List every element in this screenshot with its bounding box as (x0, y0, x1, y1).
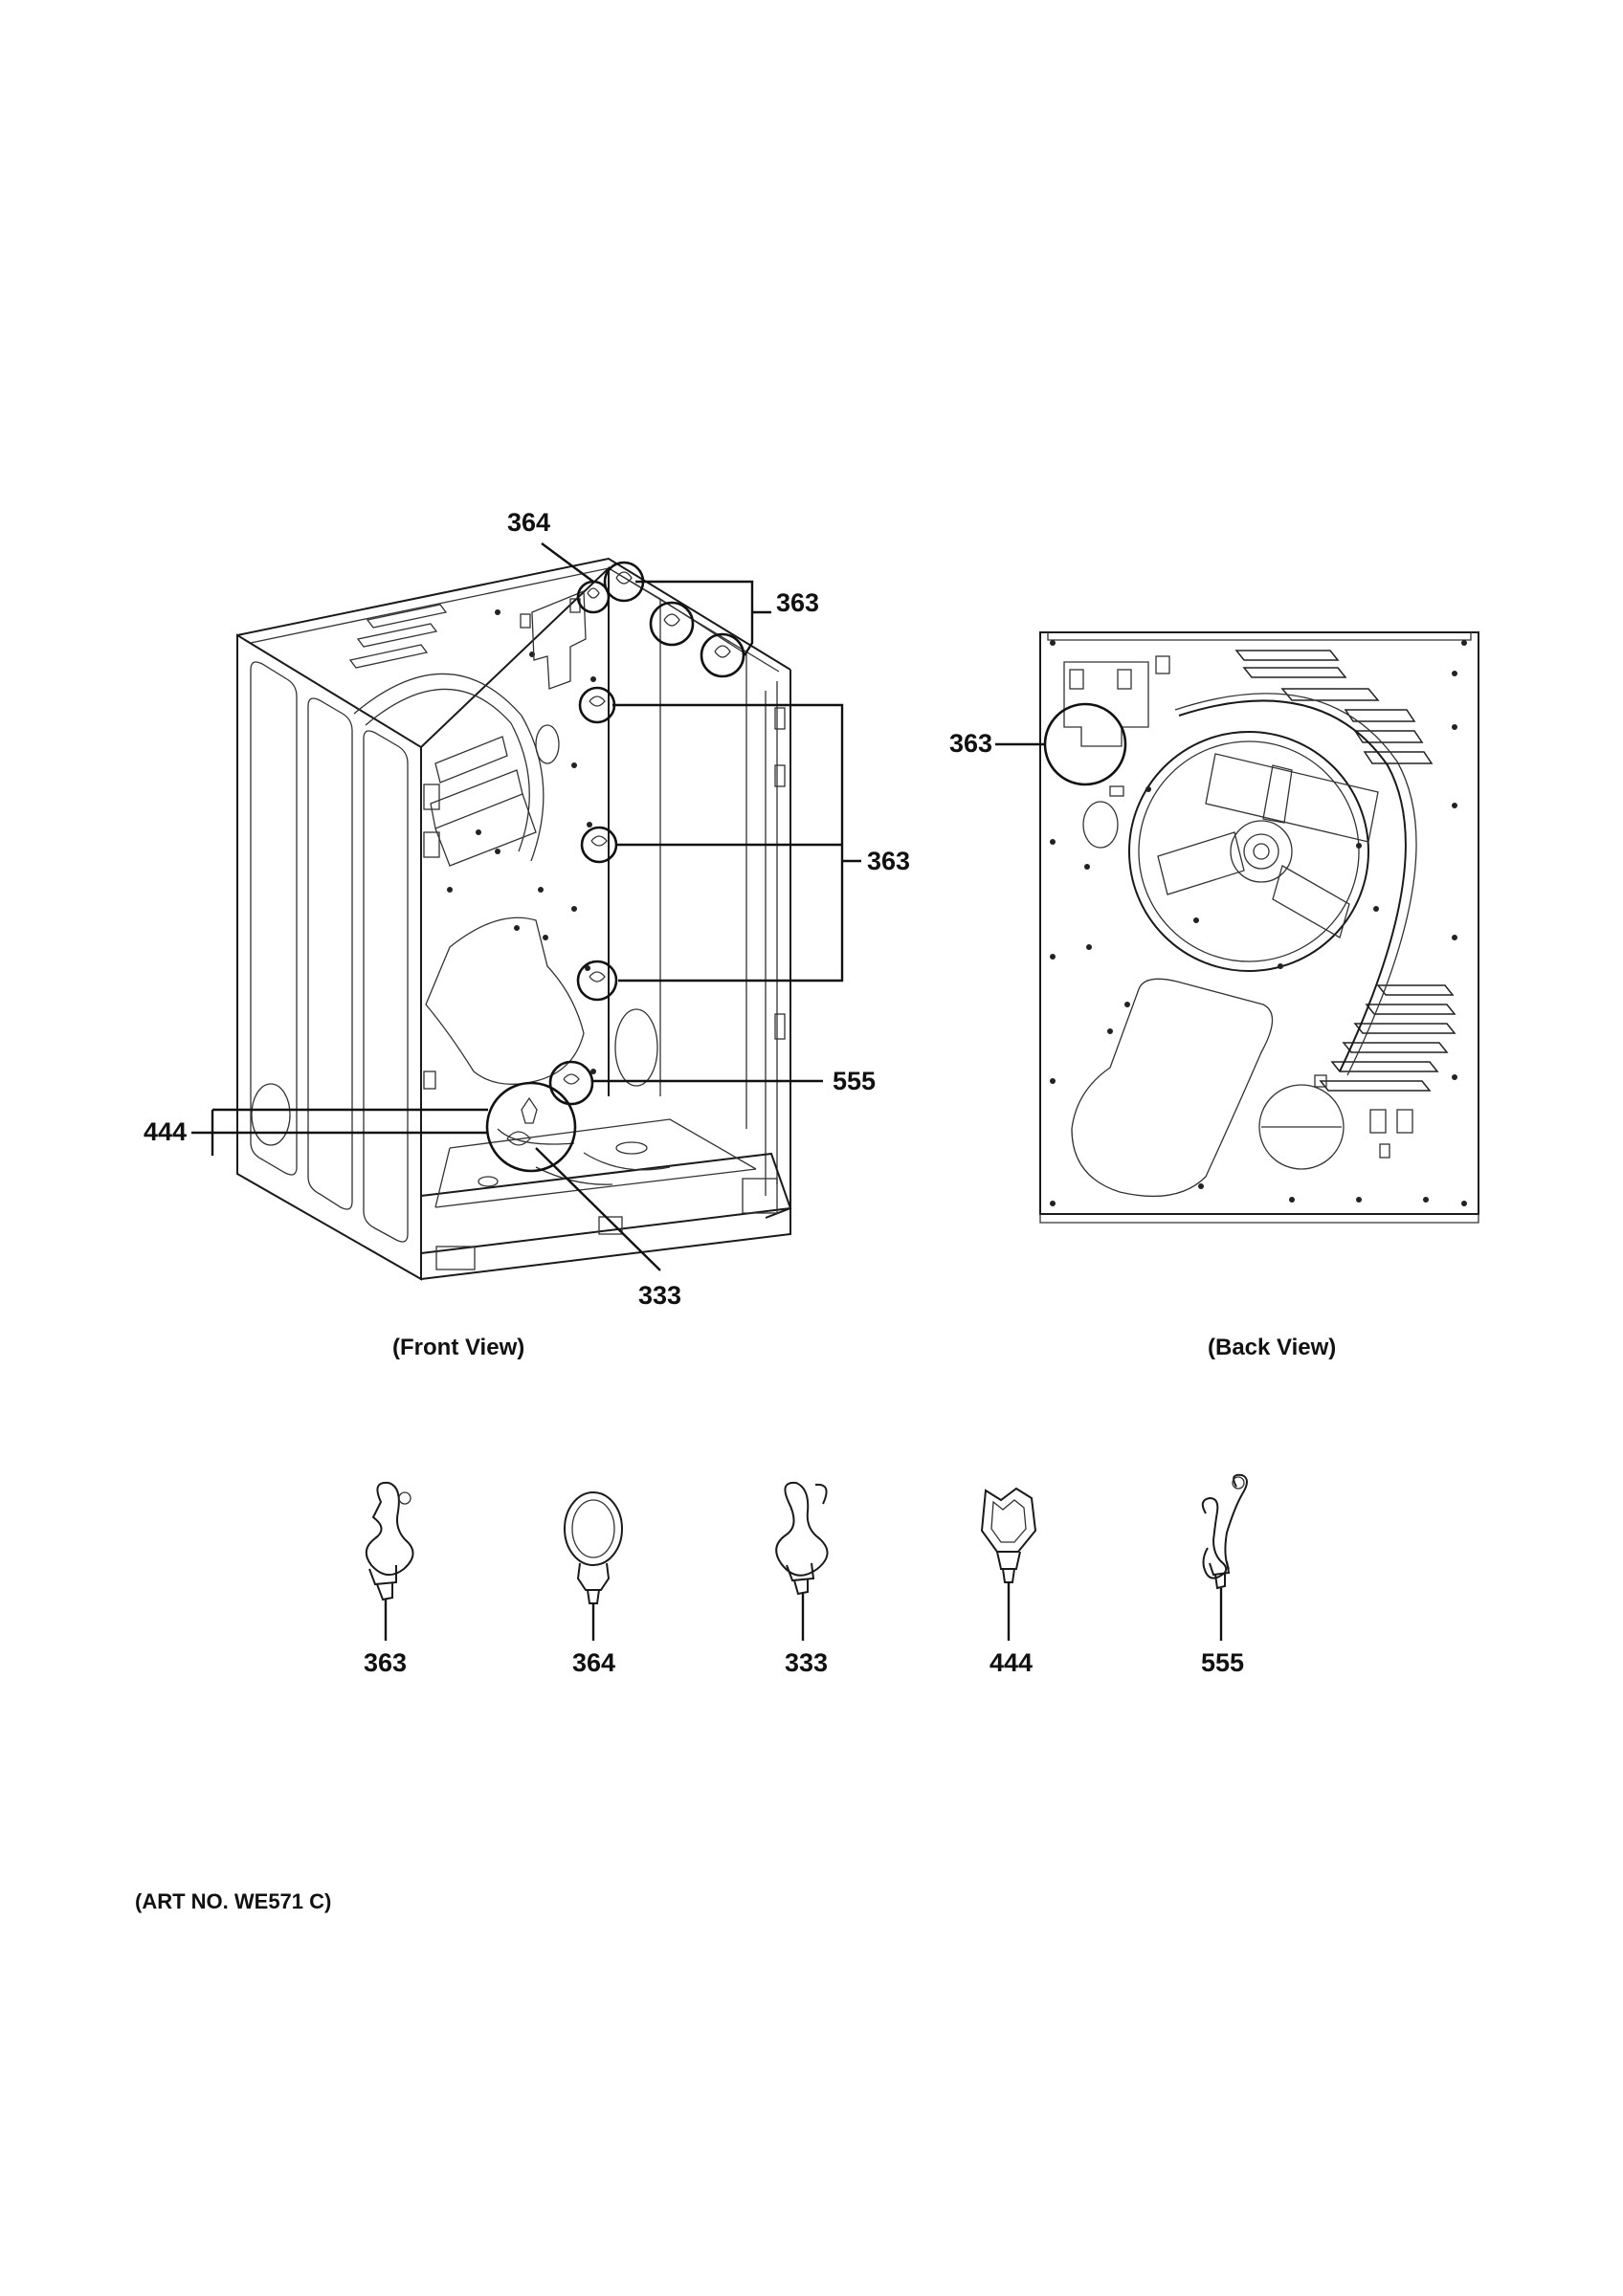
callout-333-label: 333 (638, 1281, 682, 1310)
callout-555-label: 555 (833, 1067, 877, 1095)
back-callout-363-label: 363 (949, 729, 993, 758)
clamp-363-icon (365, 1481, 414, 1641)
part-364-label: 364 (572, 1648, 616, 1677)
clamp-333-icon (775, 1481, 829, 1641)
part-363-label: 363 (364, 1648, 408, 1677)
back-view-panel (995, 631, 1479, 1224)
callout-363-top-label: 363 (776, 588, 820, 617)
clip-444-icon (980, 1487, 1037, 1641)
callout-444-label: 444 (144, 1117, 188, 1146)
front-view-callouts (191, 542, 861, 1271)
art-number: (ART NO. WE571 C) (135, 1889, 332, 1913)
part-444-label: 444 (989, 1648, 1034, 1677)
clamp-555-icon (1201, 1473, 1248, 1641)
front-view-caption: (Front View) (392, 1335, 525, 1360)
part-555-label: 555 (1201, 1648, 1245, 1677)
back-view-caption: (Back View) (1208, 1335, 1337, 1360)
part-333-label: 333 (785, 1648, 829, 1677)
front-view-cabinet (236, 557, 792, 1281)
callout-363-mid-label: 363 (867, 847, 911, 875)
ring-clamp-364-icon (564, 1491, 623, 1641)
callout-364-label: 364 (507, 508, 551, 537)
